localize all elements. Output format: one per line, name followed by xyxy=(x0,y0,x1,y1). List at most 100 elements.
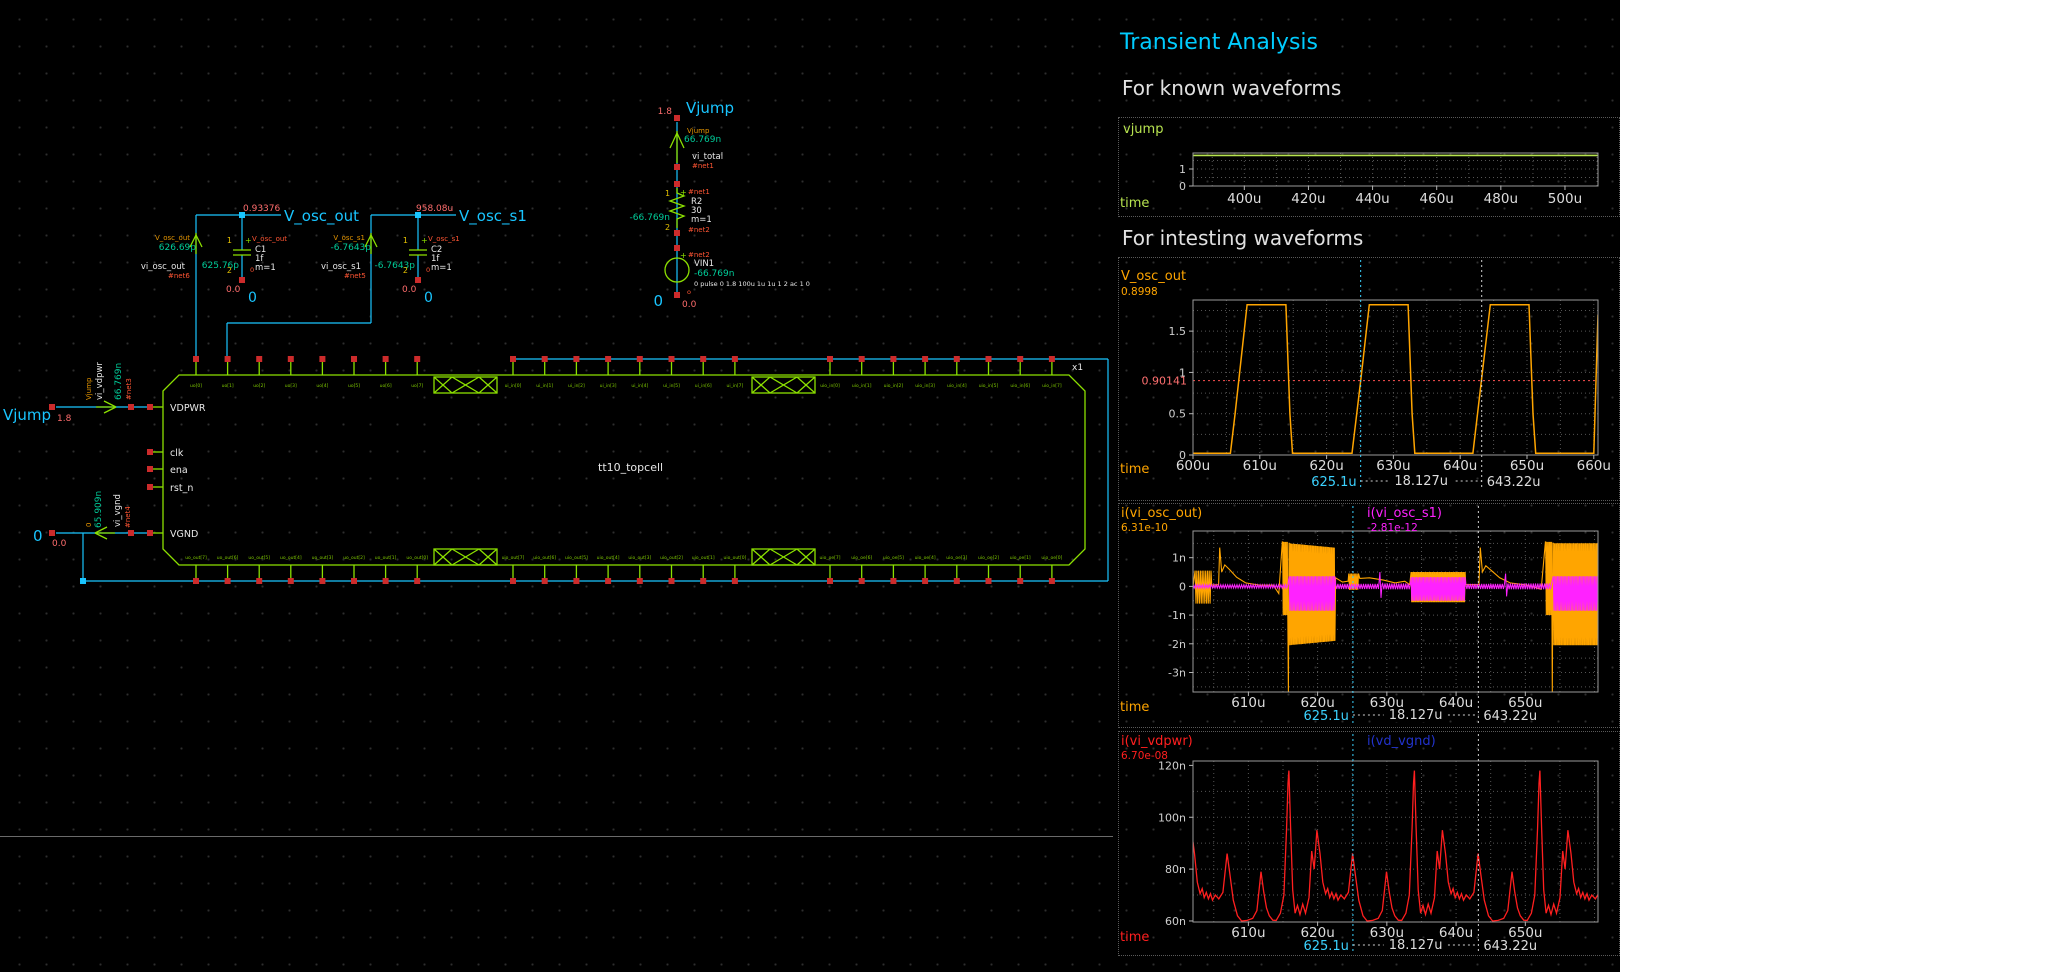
c1-net: V_osc_out xyxy=(252,235,287,243)
vjump-left-net-label[interactable]: Vjump xyxy=(3,406,51,424)
pin-vgnd: VGND xyxy=(170,529,198,540)
voltage-source-icon xyxy=(664,257,690,283)
probe-net: Vjump xyxy=(687,127,710,135)
vdpwr-wire[interactable]: Vjump 1.8 Vjump vi_vdpwr 66.769n #net3 xyxy=(3,362,134,424)
vosc-s1-net-label[interactable]: V_osc_s1 xyxy=(459,207,527,226)
svg-text:60n: 60n xyxy=(1165,915,1186,928)
svg-text:time: time xyxy=(1120,700,1149,715)
probe-current: -6.7643p xyxy=(331,243,372,253)
graph-panel-vosc-out[interactable] xyxy=(1118,257,1620,501)
graph-panel-osc-currents[interactable] xyxy=(1118,503,1620,728)
net3-label: #net3 xyxy=(125,378,133,400)
graph-panel-supply-currents[interactable] xyxy=(1118,731,1620,956)
svg-text:uo_out[7]: uo_out[7] xyxy=(185,555,207,561)
vin1-net: #net2 xyxy=(688,251,710,259)
tt10-topcell-symbol[interactable]: tt10_topcell x1 VDPWR clk ena rst_n VGND… xyxy=(147,356,1086,584)
gnd-left-net-label[interactable]: 0 xyxy=(33,527,43,545)
svg-text:-1n: -1n xyxy=(1168,609,1186,622)
svg-text:uo[1]: uo[1] xyxy=(222,383,234,389)
svg-text:uo[4]: uo[4] xyxy=(316,383,328,389)
svg-text:650u: 650u xyxy=(1508,925,1542,941)
vgnd-wire[interactable]: 0 0.0 0 65.909n vi_vgnd #net4 xyxy=(33,491,134,549)
vosc-s1-branch[interactable]: 958.08u V_osc_s1 V_osc_s1 -6.7643p vi_os… xyxy=(321,204,527,306)
svg-text:660u: 660u xyxy=(1577,458,1611,474)
svg-text:120n: 120n xyxy=(1158,759,1186,772)
svg-text:0.8998: 0.8998 xyxy=(1121,286,1158,298)
block-instance: x1 xyxy=(1072,363,1083,373)
vin1-minus: o xyxy=(687,288,691,296)
c1-zero: 0 xyxy=(250,266,254,274)
bus-crossbox-top-2 xyxy=(751,376,816,394)
vdpwr-voltage: 1.8 xyxy=(57,414,72,424)
svg-text:uio_oe[6]: uio_oe[6] xyxy=(851,555,872,561)
svg-text:uo[2]: uo[2] xyxy=(253,383,265,389)
c1-gnd-label[interactable]: 0 xyxy=(248,290,257,306)
vi-total-name: vi_total xyxy=(692,152,723,162)
nets xyxy=(56,122,1109,584)
gnd-voltage: 0.0 xyxy=(682,300,697,310)
c1-plus: + xyxy=(245,236,252,245)
svg-text:uio_out[0]: uio_out[0] xyxy=(723,555,746,561)
svg-text:uio_out[1]: uio_out[1] xyxy=(692,555,715,561)
svg-text:650u: 650u xyxy=(1508,695,1542,711)
top-pin-row-uo: uo[0]uo[1]uo[2]uo[3]uo[4]uo[5]uo[6]uo[7] xyxy=(190,356,423,389)
svg-text:ui_in[3]: ui_in[3] xyxy=(600,383,617,389)
bus-crossbox-bottom-1 xyxy=(433,548,498,566)
svg-text:uio_out[2]: uio_out[2] xyxy=(660,555,683,561)
bot-pin-row-uio-out: uio_out[7]uio_out[6]uio_out[5]uio_out[4]… xyxy=(502,555,747,584)
r2-mult: m=1 xyxy=(691,215,712,225)
schematic-canvas[interactable]: tt10_topcell x1 VDPWR clk ena rst_n VGND… xyxy=(0,0,1115,972)
svg-text:time: time xyxy=(1120,462,1149,477)
vin1-params: 0 pulse 0 1.8 100u 1u 1u 1 2 ac 1 0 xyxy=(694,280,810,288)
gnd-net-label[interactable]: 0 xyxy=(653,292,663,310)
transient-analysis-title: Transient Analysis xyxy=(1120,30,1318,55)
block-name: tt10_topcell xyxy=(598,461,663,474)
svg-text:uio_in[6]: uio_in[6] xyxy=(1010,383,1030,389)
svg-text:uio_in[7]: uio_in[7] xyxy=(1042,383,1062,389)
vjump-source-branch[interactable]: 1.8 Vjump Vjump 66.769n vi_total #net1 1… xyxy=(630,99,810,310)
svg-text:uio_out[4]: uio_out[4] xyxy=(597,555,620,561)
svg-text:1.5: 1.5 xyxy=(1169,325,1187,338)
svg-text:uio_oe[4]: uio_oe[4] xyxy=(915,555,936,561)
current-probe-icon xyxy=(96,400,117,414)
svg-text:uio_in[5]: uio_in[5] xyxy=(979,383,999,389)
svg-text:ui_in[2]: ui_in[2] xyxy=(568,383,585,389)
vgnd-voltage: 0.0 xyxy=(52,539,67,549)
svg-text:625.1u: 625.1u xyxy=(1303,709,1348,724)
vin1-name: VIN1 xyxy=(694,259,714,269)
vjump-net-label[interactable]: Vjump xyxy=(686,99,734,117)
svg-text:400u: 400u xyxy=(1227,191,1261,207)
resistor-icon xyxy=(668,188,686,228)
svg-text:640u: 640u xyxy=(1439,695,1473,711)
net6-label: #net6 xyxy=(168,272,190,280)
svg-text:1: 1 xyxy=(1179,366,1186,379)
pin-vdpwr: VDPWR xyxy=(170,403,206,414)
c1-pin1: 1 xyxy=(227,236,232,245)
svg-text:610u: 610u xyxy=(1243,458,1277,474)
c2-gnd-label[interactable]: 0 xyxy=(424,290,433,306)
c1-mult: m=1 xyxy=(255,263,276,273)
current-probe-icon xyxy=(189,233,203,254)
svg-text:0: 0 xyxy=(1179,449,1186,462)
net5-label: #net5 xyxy=(344,272,366,280)
c2-pin2: 2 xyxy=(403,266,408,275)
top-pin-row-ui-in: ui_in[0]ui_in[1]ui_in[2]ui_in[3]ui_in[4]… xyxy=(505,356,744,389)
c2-zero: 0 xyxy=(426,266,430,274)
graph-panel-vjump[interactable] xyxy=(1118,117,1620,217)
svg-text:ui_in[0]: ui_in[0] xyxy=(505,383,522,389)
current-probe-icon xyxy=(364,233,378,254)
bot-pin-row-uo-out: uo_out[7]uo_out[6]uo_out[5]uo_out[4]uo_o… xyxy=(185,555,428,584)
vosc-out-branch[interactable]: 0.93376 V_osc_out V_osc_out 626.69p vi_o… xyxy=(141,204,359,306)
c2-net: V_osc_s1 xyxy=(428,235,460,243)
svg-text:uio_oe[0]: uio_oe[0] xyxy=(1041,555,1062,561)
vin1-plus: + xyxy=(680,251,687,260)
vosc-out-net-label[interactable]: V_osc_out xyxy=(284,207,359,226)
svg-text:vjump: vjump xyxy=(1123,122,1163,137)
capacitor-icon xyxy=(409,249,427,256)
probe-current: 66.769n xyxy=(114,363,124,400)
